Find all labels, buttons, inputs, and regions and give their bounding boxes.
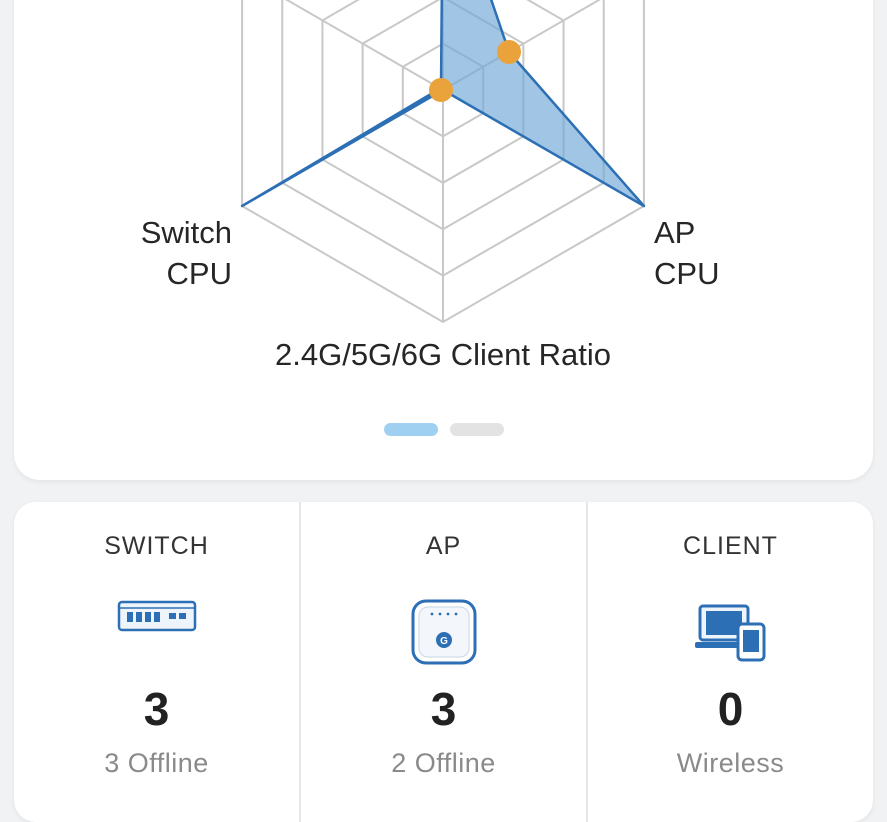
switch-count: 3 (143, 683, 170, 735)
page-indicator[interactable] (384, 423, 504, 436)
stat-title: SWITCH (104, 532, 209, 560)
device-stats-card: SWITCH 3 3 Offline AP (14, 502, 873, 822)
radar-marker (497, 40, 521, 64)
stat-switch[interactable]: SWITCH 3 3 Offline (14, 502, 299, 822)
stat-ap[interactable]: AP G 3 2 Offline (299, 502, 586, 822)
ap-offline: 2 Offline (391, 748, 496, 778)
devices-icon (694, 602, 768, 667)
axis-label-client-ratio: 2.4G/5G/6G Client Ratio (275, 337, 611, 372)
axis-label-switch-cpu: Switch CPU (141, 212, 232, 294)
ap-count: 3 (430, 683, 457, 735)
access-point-icon: G (410, 598, 478, 671)
client-count: 0 (717, 683, 744, 735)
svg-text:G: G (440, 636, 448, 647)
client-type: Wireless (676, 748, 785, 778)
axis-label-switch-cpu-line1: Switch (140, 215, 232, 250)
page-dot-2[interactable] (450, 423, 504, 436)
axis-label-ap-cpu-line1: AP (654, 215, 696, 250)
radar-spoke-5 (285, 0, 444, 91)
radar-chart (240, 0, 646, 324)
page-dot-1[interactable] (384, 423, 438, 436)
stat-title: CLIENT (683, 532, 778, 560)
radar-marker-center (429, 78, 453, 102)
axis-label-switch-cpu-line2: CPU (166, 256, 232, 291)
axis-label-ap-cpu: AP CPU (654, 212, 719, 294)
switch-offline: 3 Offline (104, 748, 209, 778)
radar-card: Switch CPU AP CPU 2.4G/5G/6G Client Rati… (14, 0, 873, 480)
stat-client[interactable]: CLIENT 0 Wireless (586, 502, 873, 822)
stat-title: AP (425, 532, 462, 560)
axis-label-ap-cpu-line2: CPU (654, 256, 720, 291)
switch-icon (117, 598, 197, 643)
